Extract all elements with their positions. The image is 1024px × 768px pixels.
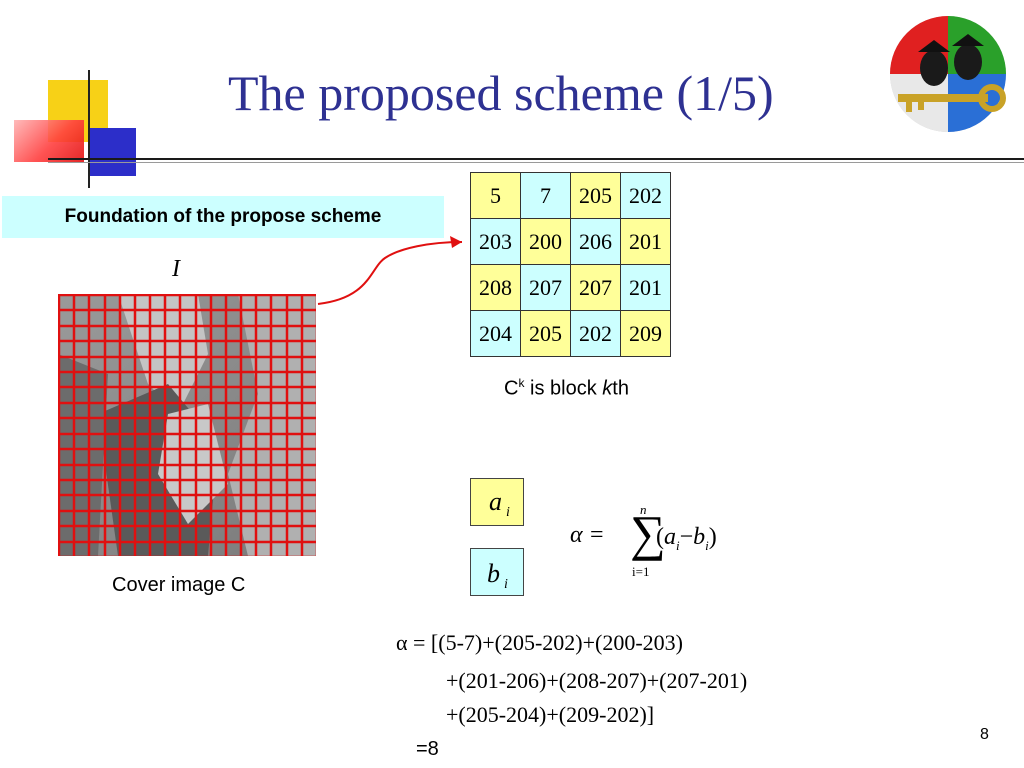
formula-upper-limit: n — [640, 502, 647, 517]
title-underline — [48, 158, 1024, 160]
block-cell: 203 — [470, 218, 521, 265]
title-underline-shadow — [48, 162, 1024, 163]
cover-image — [58, 294, 316, 556]
formula-minus: − — [679, 524, 694, 550]
block-cell: 205 — [520, 310, 571, 357]
block-caption-k: k — [602, 377, 613, 400]
block-cell: 202 — [570, 310, 621, 357]
block-cell: 208 — [470, 264, 521, 311]
block-cell: 202 — [620, 172, 671, 219]
formula-b-sub: i — [705, 537, 709, 553]
decor-vertical-line — [88, 70, 90, 188]
block-cell: 201 — [620, 218, 671, 265]
block-cell: 207 — [570, 264, 621, 311]
block-cell: 206 — [570, 218, 621, 265]
block-caption: Ck is block kth — [504, 376, 629, 401]
box-a-letter: a — [489, 487, 502, 516]
box-a-sub: i — [506, 505, 510, 521]
cover-image-graphic — [58, 294, 316, 556]
formula-open: ( — [656, 524, 664, 550]
formula-b: b — [693, 524, 706, 550]
block-cell: 207 — [520, 264, 571, 311]
logo-key-icon — [890, 16, 1006, 132]
formula-body: (ai−bi) — [656, 524, 717, 554]
formula-eq: = — [590, 522, 604, 548]
block-caption-th: th — [612, 377, 629, 400]
block-cell: 209 — [620, 310, 671, 357]
box-b-letter: b — [487, 559, 500, 588]
foundation-label: Foundation of the propose scheme — [2, 196, 444, 238]
sigma-icon: ∑ — [630, 505, 666, 561]
calc-line-3: +(205-204)+(209-202)] — [446, 702, 655, 727]
block-caption-c: C — [504, 377, 519, 400]
image-label: I — [172, 256, 180, 282]
formula-alpha: α — [570, 522, 583, 548]
calc-result: =8 — [416, 738, 439, 760]
formula-a: a — [664, 524, 676, 550]
formula-close: ) — [708, 524, 717, 550]
block-caption-mid: is block — [524, 377, 603, 400]
calc-line-2: +(201-206)+(208-207)+(207-201) — [446, 668, 748, 693]
block-cell: 204 — [470, 310, 521, 357]
block-cell: 7 — [520, 172, 571, 219]
block-cell: 205 — [570, 172, 621, 219]
connector-arrow — [317, 236, 463, 305]
decor-red-square — [14, 120, 84, 162]
block-caption-sup: k — [518, 376, 525, 390]
decor-blue-square — [88, 128, 136, 176]
page-number: 8 — [980, 726, 989, 743]
formula-a-sub: i — [676, 537, 680, 553]
block-cell: 201 — [620, 264, 671, 311]
calc-line-1: α = [(5-7)+(205-202)+(200-203) — [396, 630, 684, 655]
slide-title: The proposed scheme (1/5) — [228, 65, 774, 121]
block-cell: 200 — [520, 218, 571, 265]
cover-caption: Cover image C — [112, 574, 246, 596]
box-b-sub: i — [504, 577, 508, 593]
block-cell: 5 — [470, 172, 521, 219]
formula-lower-limit: i=1 — [632, 564, 650, 579]
alpha-formula: α = n ∑ i=1 (ai−bi) — [570, 502, 770, 586]
